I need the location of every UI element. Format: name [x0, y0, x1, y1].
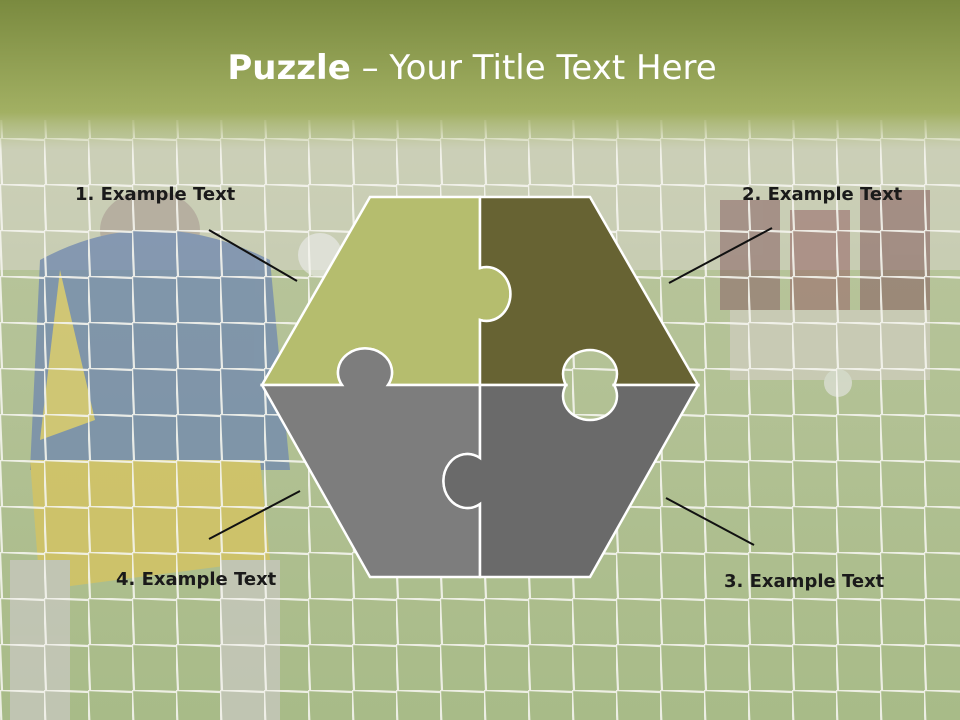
puzzle-piece-top-right[interactable]	[478, 195, 701, 387]
label-1[interactable]: 1. Example Text	[75, 184, 236, 205]
connector-line-1	[208, 229, 298, 282]
connector-line-3	[665, 497, 755, 546]
label-4[interactable]: 4. Example Text	[116, 569, 277, 590]
puzzle-piece-bottom-right[interactable]	[442, 383, 701, 579]
connector-line-4	[208, 490, 301, 540]
title-rest: – Your Title Text Here	[350, 48, 717, 88]
slide-title: Puzzle – Your Title Text Here	[0, 48, 944, 88]
label-3[interactable]: 3. Example Text	[724, 571, 885, 592]
title-bold: Puzzle	[227, 48, 351, 88]
label-2[interactable]: 2. Example Text	[742, 184, 903, 205]
connector-line-2	[668, 227, 773, 284]
